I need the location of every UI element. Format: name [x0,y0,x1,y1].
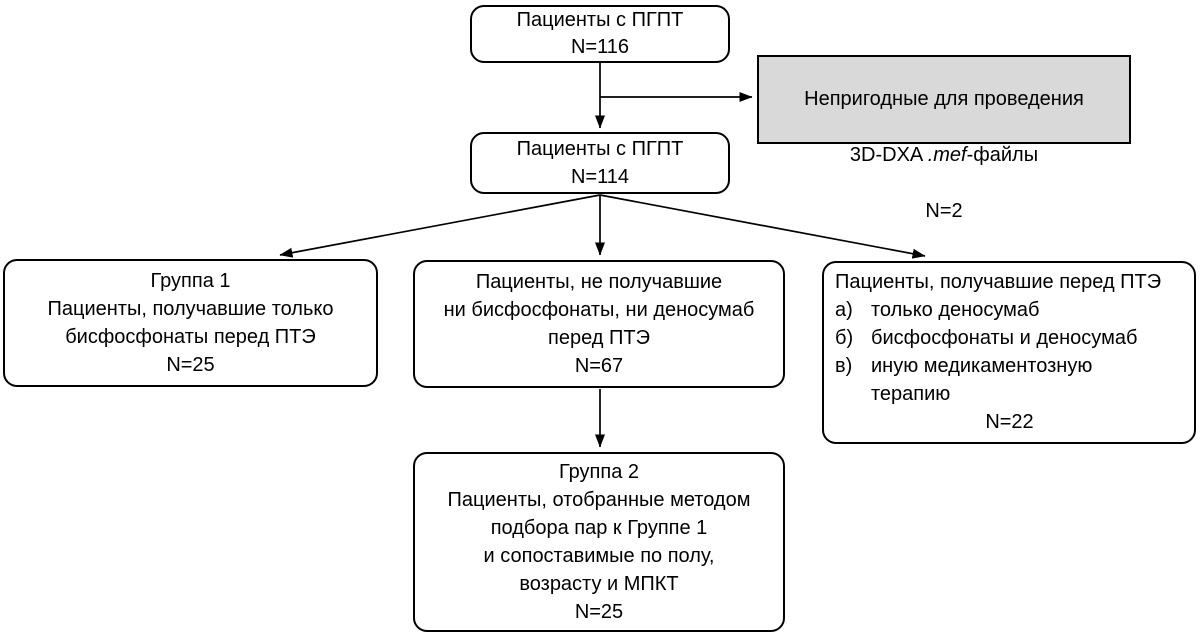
treated-count: N=22 [985,411,1034,433]
node-untreated-patients: Пациенты, не получавшие ни бисфосфонаты,… [413,260,785,388]
arrow-patients114-to-group1 [279,194,601,258]
treated-item-a: а) только деносумаб [835,296,1184,324]
node-treated-patients: Пациенты, получавшие перед ПТЭ а) только… [822,261,1196,444]
treated-item-a-marker: а) [835,299,853,321]
treated-item-b-marker: б) [835,327,854,349]
excluded-line1: Непригодные для проведения [804,88,1084,110]
treated-item-b-text: бисфосфонаты и деносумаб [871,327,1138,349]
treated-header: Пациенты, получавшие перед ПТЭ [835,271,1162,293]
excluded-line2-italic: .mef [927,144,967,166]
node-patients-pgpt-114: Пациенты с ПГПТ N=114 [470,132,730,194]
treated-item-v: в) иную медикаментозную терапию [835,352,1184,408]
treated-item-v-text: иную медикаментозную терапию [871,355,1093,405]
treated-item-a-text: только деносумаб [871,299,1040,321]
node-group2: Группа 2 Пациенты, отобранные методом по… [413,452,785,632]
treated-item-b: б) бисфосфонаты и деносумаб [835,324,1184,352]
node-excluded-mef-files: Непригодные для проведения 3D-DXA .mef-ф… [757,55,1131,222]
arrow-patients114-to-treated [599,194,926,259]
node-group1: Группа 1 Пациенты, получавшие только бис… [3,259,378,387]
excluded-line2: 3D-DXA .mef-файлы [759,141,1129,169]
node-patients-pgpt-116: Пациенты с ПГПТ N=116 [470,5,730,63]
treated-item-v-marker: в) [835,355,853,377]
excluded-line3: N=2 [925,200,963,222]
excluded-line2-suffix: -файлы [966,144,1039,166]
excluded-line2-prefix: 3D-DXA [849,144,928,166]
